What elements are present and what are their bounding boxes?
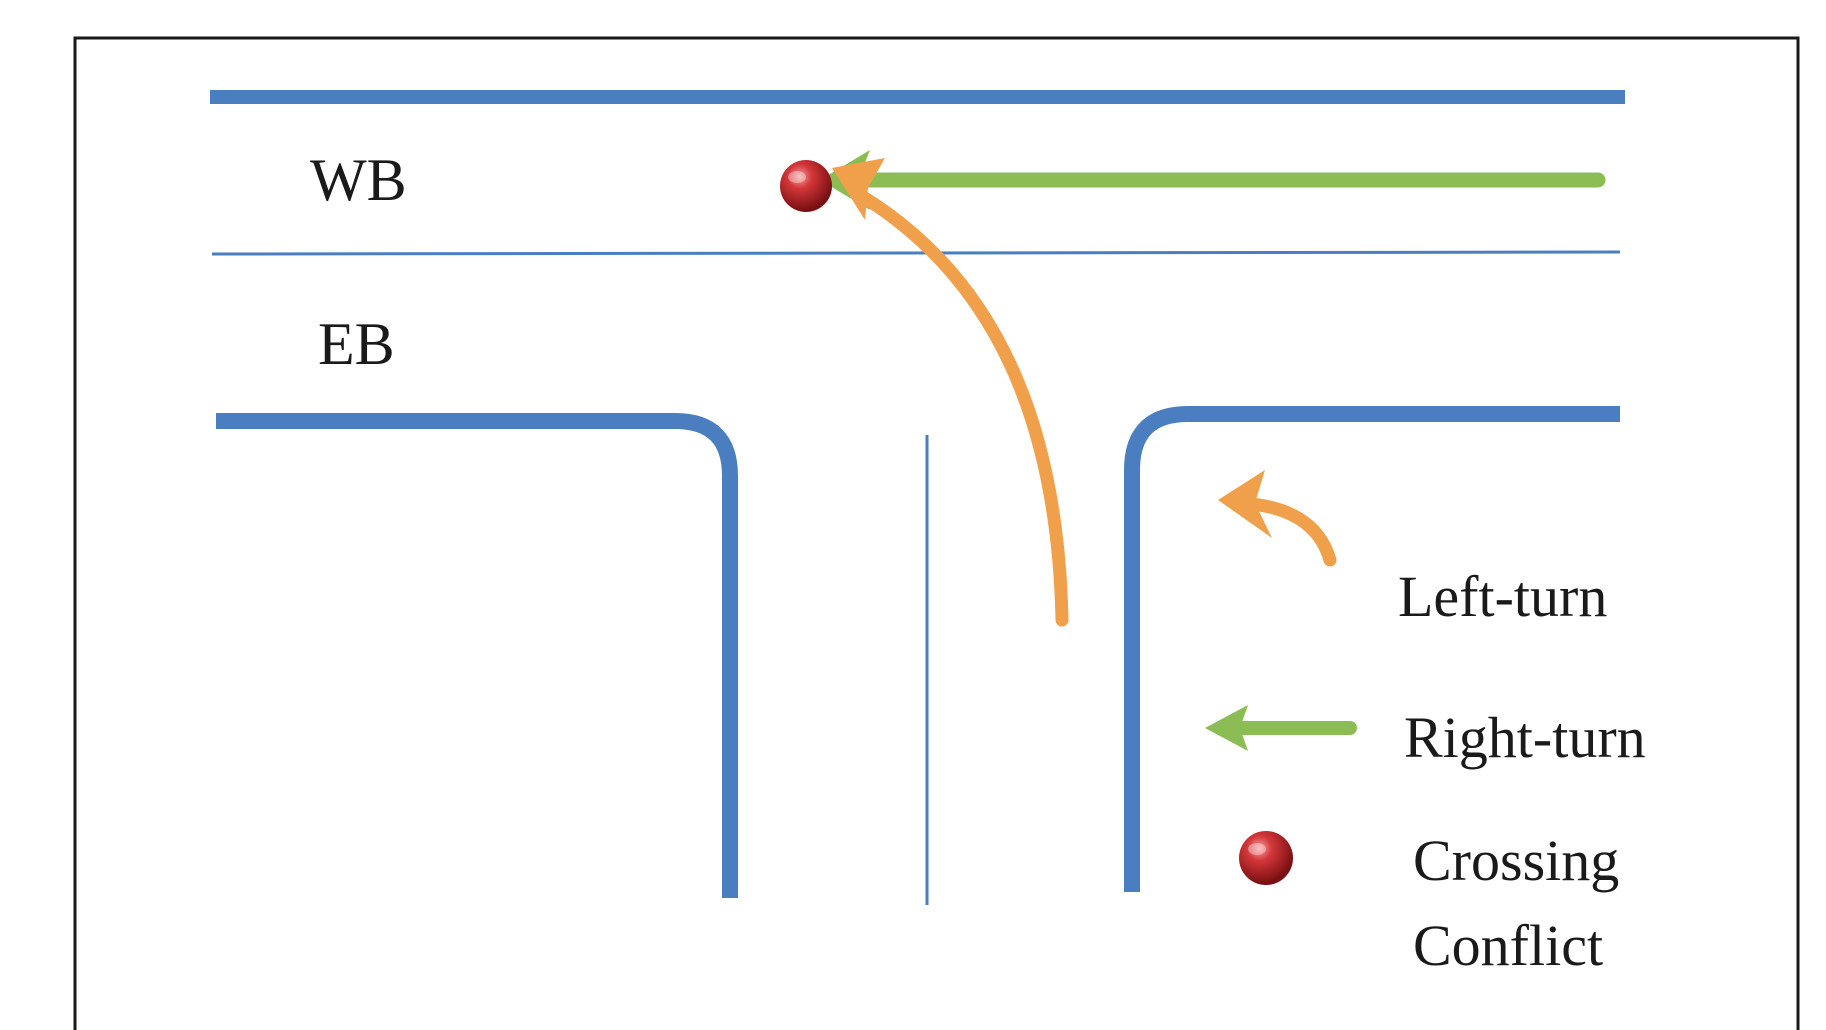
eb-label: EB — [318, 311, 395, 377]
legend-conflict-label-line2: Conflict — [1413, 913, 1603, 978]
left-turn-path-arrowhead — [832, 158, 885, 220]
south-west-curb — [216, 413, 738, 898]
crossing-conflict-point — [780, 160, 832, 212]
left-turn-path — [853, 188, 1069, 627]
legend-right-turn-label: Right-turn — [1404, 705, 1646, 770]
diagram-frame — [73, 36, 1800, 1030]
legend-conflict-icon-highlight — [1248, 843, 1266, 855]
legend-right-turn-icon-arrowhead — [1205, 705, 1248, 751]
legend-conflict-label-line1: Crossing — [1413, 828, 1619, 893]
crossing-conflict-point-highlight — [788, 171, 806, 183]
legend-conflict-icon — [1239, 831, 1293, 885]
legend-left-turn-label: Left-turn — [1398, 564, 1607, 629]
wb-label: WB — [310, 147, 407, 213]
lane-divider-wb-eb — [211, 250, 1621, 256]
legend-left-turn-icon-arrowhead — [1218, 470, 1272, 538]
south-east-curb — [1124, 406, 1620, 892]
